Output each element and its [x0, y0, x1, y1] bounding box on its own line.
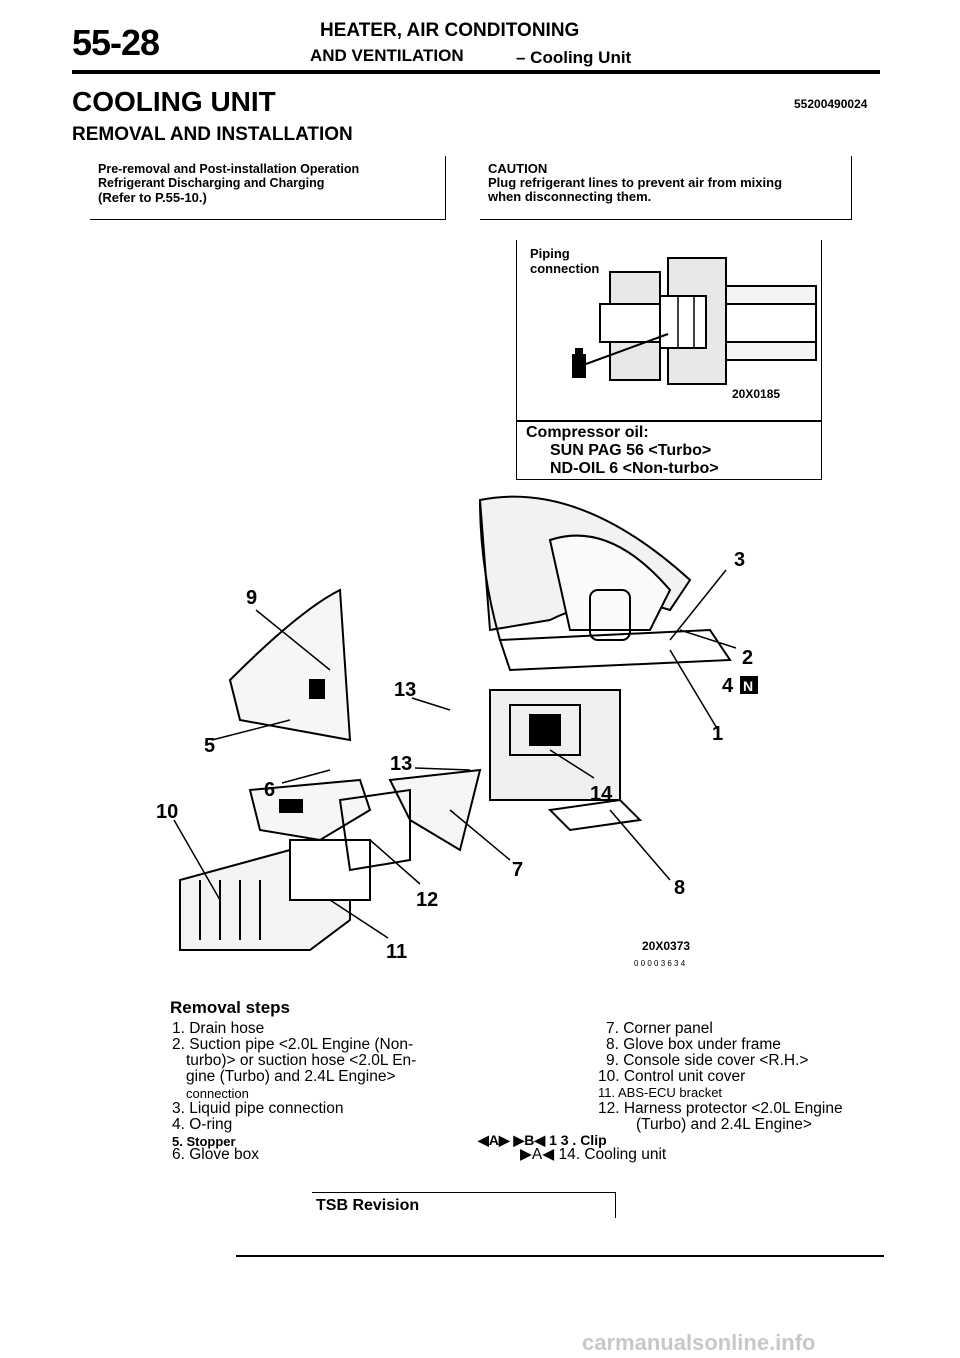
callout-n-mark: N — [743, 678, 753, 694]
step-left-3: 3. Liquid pipe connection — [172, 1100, 344, 1117]
callout-1: 1 — [712, 723, 723, 745]
header-section: – Cooling Unit — [516, 48, 632, 67]
page-title: COOLING UNIT — [72, 86, 276, 117]
callout-6: 6 — [264, 779, 275, 801]
cooling-unit-exploded-view: 9 3 2 4 N 13 5 1 13 6 14 10 7 8 12 11 20… — [156, 495, 758, 968]
section-code: 55200490024 — [794, 97, 868, 111]
callout-11: 11 — [386, 941, 407, 963]
caution-box: CAUTION Plug refrigerant lines to preven… — [480, 156, 852, 220]
callout-7: 7 — [512, 859, 523, 881]
header-line2: AND VENTILATION — [310, 46, 464, 65]
step-right-10: 10. Control unit cover — [598, 1068, 746, 1085]
compressor-oil-turbo: SUN PAG 56 <Turbo> — [550, 442, 712, 459]
step-left-4: 4. O-ring — [172, 1116, 233, 1133]
callout-2: 2 — [742, 647, 753, 669]
step-left-2c: gine (Turbo) and 2.4L Engine> — [186, 1068, 396, 1085]
figure2-code2: 0 0 0 0 3 6 3 4 — [634, 959, 686, 968]
piping-connection-figure — [516, 240, 822, 480]
footer-watermark: carmanualsonline.info — [582, 1330, 816, 1355]
page-subtitle: REMOVAL AND INSTALLATION — [72, 124, 353, 145]
footer-rule — [236, 1255, 884, 1257]
step-right-12b: (Turbo) and 2.4L Engine> — [636, 1116, 812, 1133]
header-line1: HEATER, AIR CONDITONING — [320, 20, 580, 41]
compressor-oil-title: Compressor oil: — [526, 424, 649, 441]
piping-illustration: 20X0185 — [572, 257, 817, 401]
step-left-2d: connection — [186, 1086, 249, 1101]
step-left-1: 1. Drain hose — [172, 1020, 265, 1037]
pre-removal-line1: Pre-removal and Post-installation Operat… — [98, 162, 360, 176]
pre-removal-line3: (Refer to P.55-10.) — [98, 190, 207, 205]
pre-removal-line2: Refrigerant Discharging and Charging — [98, 176, 325, 190]
caution-line1: Plug refrigerant lines to prevent air fr… — [488, 175, 783, 190]
callout-5: 5 — [204, 735, 215, 757]
figure2-code: 20X0373 — [642, 939, 690, 953]
page-number: 55-28 — [72, 22, 160, 63]
callout-13b: 13 — [390, 753, 412, 775]
figure1-code: 20X0185 — [732, 387, 780, 401]
piping-label: Piping connection — [530, 246, 600, 276]
callout-8: 8 — [674, 877, 685, 899]
step-left-5: 5. Stopper — [172, 1134, 236, 1149]
pre-removal-box: Pre-removal and Post-installation Operat… — [90, 156, 446, 220]
compressor-oil-non-turbo: ND-OIL 6 <Non-turbo> — [550, 460, 719, 477]
tsb-revision-box: TSB Revision — [312, 1192, 616, 1218]
caution-line2: when disconnecting them. — [488, 189, 652, 204]
step-right-8: 8. Glove box under frame — [606, 1036, 781, 1053]
step-right-14: ▶A◀ 14. Cooling unit — [520, 1146, 667, 1163]
callout-14: 14 — [590, 783, 613, 805]
step-right-11: 11. ABS-ECU bracket — [598, 1085, 723, 1100]
step-left-2b: turbo)> or suction hose <2.0L En- — [186, 1052, 417, 1069]
callout-12: 12 — [416, 889, 438, 911]
callout-9: 9 — [246, 587, 257, 609]
step-left-6: 6. Glove box — [172, 1146, 260, 1163]
tsb-revision-label: TSB Revision — [316, 1197, 420, 1214]
callout-3: 3 — [734, 549, 745, 571]
header-rule — [72, 70, 880, 74]
step-right-12: 12. Harness protector <2.0L Engine — [598, 1100, 843, 1117]
step-right-13: ◀A▶ ▶B◀ 1 3 . Clip — [478, 1132, 607, 1148]
step-right-9: 9. Console side cover <R.H.> — [606, 1052, 809, 1069]
caution-heading: CAUTION — [488, 161, 548, 176]
callout-4: 4 — [722, 675, 734, 697]
callout-13a: 13 — [394, 679, 416, 701]
callout-10: 10 — [156, 801, 178, 823]
step-right-7: 7. Corner panel — [606, 1020, 713, 1037]
removal-steps-title: Removal steps — [170, 998, 290, 1017]
oil-separator — [516, 420, 822, 422]
step-left-2: 2. Suction pipe <2.0L Engine (Non- — [172, 1036, 414, 1053]
